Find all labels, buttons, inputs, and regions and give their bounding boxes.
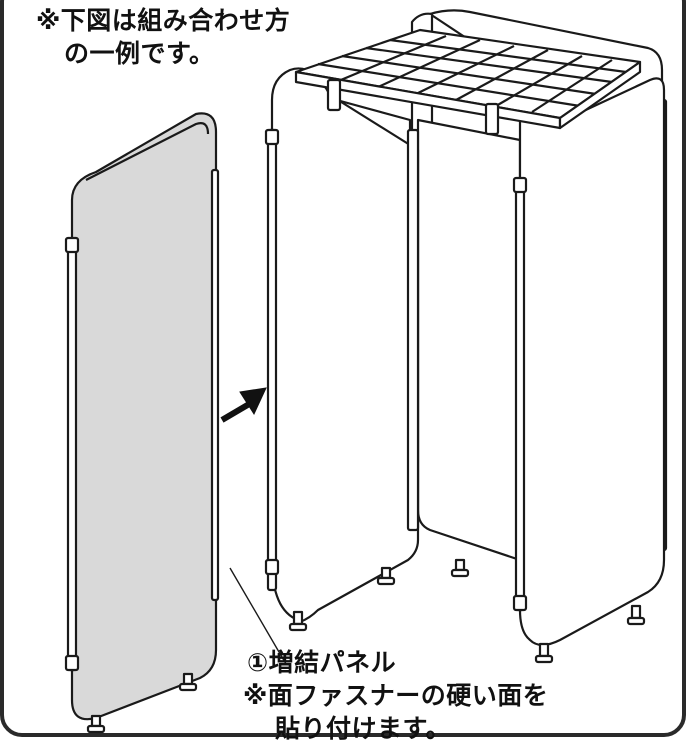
inner-right-panel	[416, 118, 522, 562]
bottom-note-line2: 貼り付けます。	[275, 714, 452, 743]
grid-bracket-left	[326, 78, 342, 112]
extension-panel	[70, 112, 218, 721]
illustration-frame	[0, 0, 686, 737]
extension-hinge-clip-top	[64, 236, 80, 254]
hinge-left	[266, 128, 278, 592]
hinge-left-clip-bottom	[264, 558, 280, 576]
hinge-right-clip-bottom	[512, 594, 528, 612]
top-note-line2: の一例です。	[64, 39, 215, 68]
extension-feet	[86, 672, 198, 734]
left-front-panel	[270, 67, 420, 624]
grid-bracket-right	[484, 102, 500, 136]
extension-right-edge	[210, 168, 220, 602]
grid-lines	[317, 34, 627, 113]
hinge-right-clip-top	[512, 176, 528, 194]
arrow-right-icon	[220, 387, 267, 423]
bottom-note: ①増結パネル ※面ファスナーの硬い面を 貼り付けます。	[243, 646, 548, 745]
bottom-note-line1: ※面ファスナーの硬い面を	[243, 681, 549, 710]
leader-line	[229, 567, 287, 665]
feet	[288, 558, 646, 664]
panel-label: ①増結パネル	[247, 648, 397, 677]
top-note: ※下図は組み合わせ方 の一例です。	[36, 4, 290, 70]
extension-hinge	[66, 238, 78, 672]
side-grid-bar	[558, 60, 642, 130]
hinge-right	[514, 178, 526, 612]
hinge-center	[406, 128, 420, 532]
right-front-panel	[518, 77, 666, 647]
extension-hinge-clip-bottom	[64, 654, 80, 672]
hinge-left-clip-top	[264, 128, 280, 146]
extension-panel-edge	[85, 122, 210, 181]
top-note-line1: ※下図は組み合わせ方	[36, 6, 291, 35]
